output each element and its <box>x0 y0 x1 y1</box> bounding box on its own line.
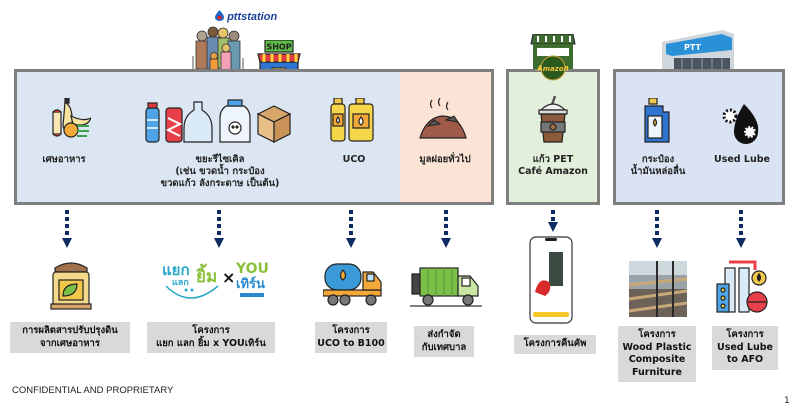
oil-gears-icon <box>722 104 759 144</box>
output-uco-b100-project: โครงการ UCO to B100 <box>315 322 387 353</box>
iced-coffee-cup-icon <box>538 96 568 143</box>
output-yaek-laek-yim-project: โครงการ แยก แลก ยิ้ม x YOUเทิร์น <box>147 322 275 353</box>
arrow-connector <box>62 210 72 248</box>
source-label-lube-can: กระป๋อง น้ำมันหล่อลื่น <box>630 154 686 177</box>
output-used-lube-afo-project: โครงการ Used Lube to AFO <box>712 326 778 370</box>
arrow-connector <box>346 210 356 248</box>
pttstation-logo: pttstation <box>215 10 277 23</box>
garbage-pile-icon <box>419 98 467 139</box>
source-label-used-lube: Used Lube <box>714 154 770 165</box>
arrow-connector <box>441 210 451 248</box>
arrow-connector <box>736 210 746 248</box>
refinery-icon <box>716 260 768 313</box>
source-label-amazon-cup: แก้ว PET Café Amazon <box>518 154 588 177</box>
tanker-truck-icon <box>323 263 382 306</box>
arrow-connector <box>214 210 224 248</box>
oil-bottles-icon <box>330 98 374 142</box>
arrow-connector <box>652 210 662 248</box>
source-label-uco: UCO <box>342 154 366 165</box>
output-compost-project: การผลิตสารปรับปรุงดิน จากเศษอาหาร <box>10 322 130 353</box>
people-group-icon <box>192 26 244 85</box>
recyclables-icon <box>145 99 292 143</box>
brand-name: pttstation <box>227 11 278 23</box>
source-label-general-waste: มูลฝอยทั่วไป <box>419 154 471 165</box>
lube-can-icon <box>644 98 670 143</box>
page-number: 1 <box>784 396 790 406</box>
source-label-recyclables: ขยะรีไซเคิล (เช่น ขวดน้ำ กระป๋อง ขวดแก้ว… <box>160 154 280 189</box>
ptt-flame-icon <box>215 10 224 21</box>
garbage-truck-icon <box>410 267 482 307</box>
confidential-footer: CONFIDENTIAL AND PROPRIETARY <box>12 385 174 396</box>
arrow-connector <box>548 210 558 232</box>
compost-sack-icon <box>50 262 92 310</box>
ptt-building-text: PTT <box>684 43 702 52</box>
shop-sign-text: SHOP <box>266 43 291 52</box>
svg-text:Amazon: Amazon <box>536 65 568 73</box>
wood-plastic-furniture-photo <box>629 261 687 317</box>
output-wpc-furniture-project: โครงการ Wood Plastic Composite Furniture <box>618 326 696 382</box>
food-waste-icon <box>52 98 91 138</box>
output-municipal-disposal: ส่งกำจัด กับเทศบาล <box>414 326 474 357</box>
amazon-logo-badge: Amazon <box>536 55 569 81</box>
phone-app-icon <box>529 236 573 324</box>
yaek-laek-yim-you-turn-logo: แยก แลก ยิ้ม × YOU เทิร์น <box>160 262 272 312</box>
output-return-cup-project: โครงการคืนคัพ <box>514 335 596 354</box>
source-label-food-waste: เศษอาหาร <box>42 154 86 165</box>
